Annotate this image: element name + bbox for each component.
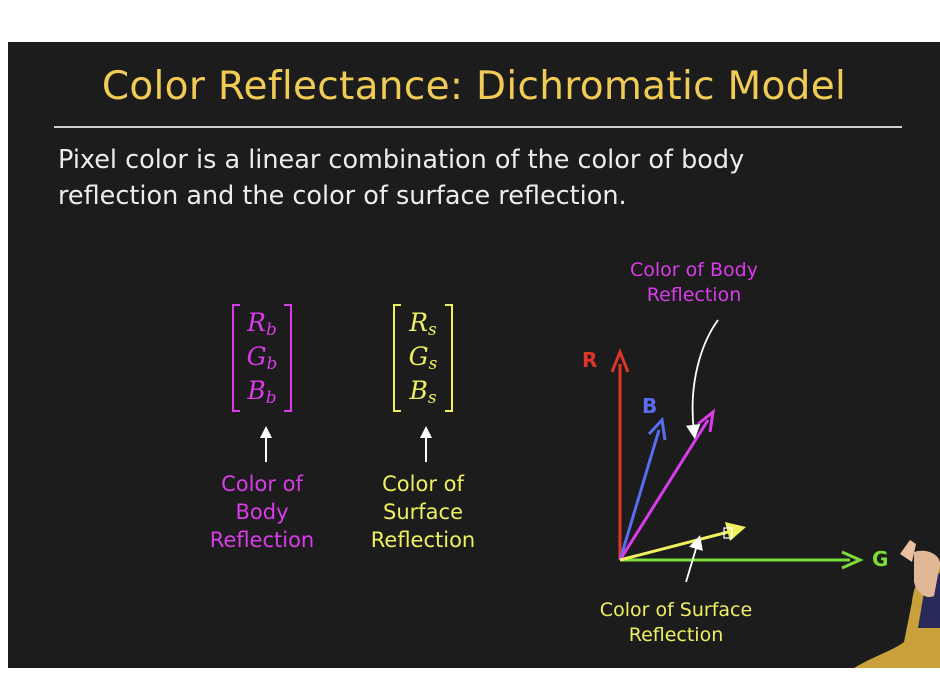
- g-axis-arrow: [620, 550, 864, 570]
- body-reflection-vector: Rb Gb Bb: [232, 304, 292, 412]
- surface-label-pointer: [685, 535, 703, 583]
- presenter-figure: [854, 540, 940, 668]
- g-axis-label: G: [872, 547, 889, 571]
- left-bracket: [232, 304, 240, 412]
- surface-vector-caption: Color of Surface Reflection: [343, 470, 503, 554]
- vector-entry-g: Gs: [408, 342, 438, 374]
- label-line: Color of Body: [630, 259, 758, 281]
- vector-entry-r: Rs: [409, 308, 437, 340]
- surface-reflection-vector: Rs Gs Bs: [393, 304, 453, 412]
- body-caption-up-arrow: [260, 426, 272, 462]
- r-axis-arrow: [610, 347, 630, 560]
- b-axis-label: B: [642, 394, 658, 418]
- label-line: Reflection: [628, 624, 724, 646]
- body-reflection-label: Color of Body Reflection: [614, 258, 774, 308]
- body-text-line-1: Pixel color is a linear combination of t…: [58, 145, 745, 175]
- dichromatic-diagram: [260, 319, 864, 583]
- body-reflection-arrow: [618, 408, 716, 561]
- vector-entry-g: Gb: [246, 342, 278, 374]
- vector-entry-r: Rb: [247, 308, 277, 340]
- r-axis-label: R: [582, 348, 598, 372]
- label-line: Reflection: [646, 284, 742, 306]
- slide: Color Reflectance: Dichromatic Model Pix…: [8, 42, 940, 668]
- vector-entry-b: Bs: [409, 376, 437, 408]
- body-label-pointer: [685, 319, 719, 440]
- body-vector-caption: Color of Body Reflection: [182, 470, 342, 554]
- caption-line: Body: [235, 500, 289, 524]
- surface-reflection-arrow: [619, 522, 746, 562]
- vector-entry-b: Bb: [247, 376, 277, 408]
- caption-line: Reflection: [209, 528, 315, 552]
- label-line: Color of Surface: [599, 599, 753, 621]
- caption-line: Color of: [221, 472, 303, 496]
- slide-title: Color Reflectance: Dichromatic Model: [101, 64, 847, 109]
- caption-line: Color of: [382, 472, 464, 496]
- caption-line: Reflection: [370, 528, 476, 552]
- surface-reflection-label: Color of Surface Reflection: [586, 598, 766, 648]
- right-bracket: [445, 304, 453, 412]
- surface-caption-up-arrow: [420, 426, 432, 462]
- title-divider: [54, 126, 902, 128]
- slide-body-text: Pixel color is a linear combination of t…: [58, 142, 898, 214]
- caption-line: Surface: [382, 500, 463, 524]
- right-bracket: [284, 304, 292, 412]
- b-axis-arrow: [618, 416, 667, 561]
- mouse-cursor-icon: [723, 527, 733, 539]
- body-text-line-2: reflection and the color of surface refl…: [58, 181, 627, 211]
- left-bracket: [393, 304, 401, 412]
